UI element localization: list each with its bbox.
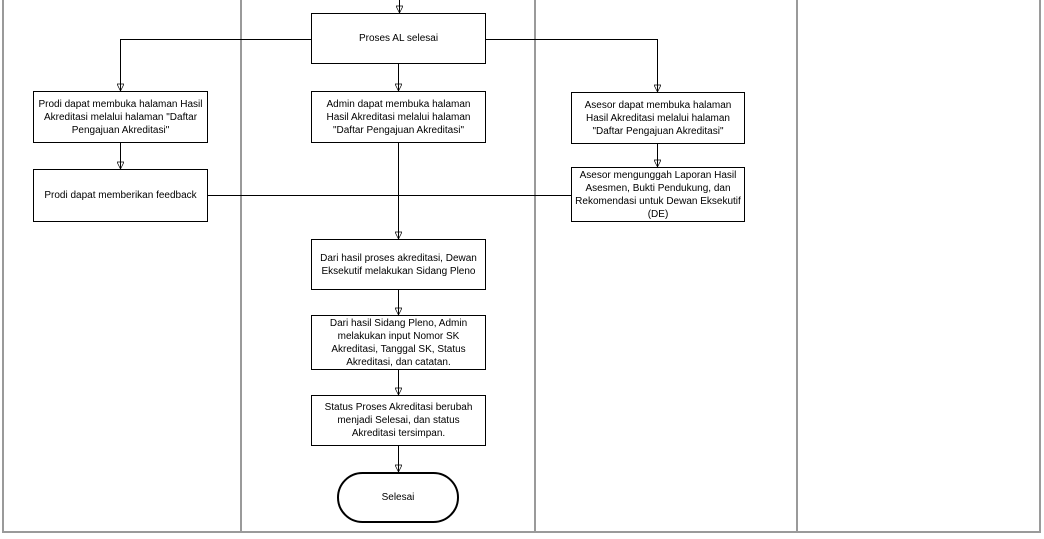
swimlane-right-border [1039,0,1041,533]
node-terminal-selesai: Selesai [337,472,459,523]
node-sidang-pleno: Dari hasil proses akreditasi, Dewan Ekse… [311,239,486,290]
node-status-berubah: Status Proses Akreditasi berubah menjadi… [311,395,486,446]
swimlane-left-border [2,0,4,533]
node-asesor-membuka-halaman: Asesor dapat membuka halaman Hasil Akred… [571,92,745,144]
node-asesor-mengunggah: Asesor mengunggah Laporan Hasil Asesmen,… [571,167,745,222]
swimlane-bottom-border [2,531,1041,533]
node-prodi-membuka-halaman: Prodi dapat membuka halaman Hasil Akredi… [33,91,208,143]
connector-proses-al-to-asesor [486,39,658,93]
swimlane-divider-1 [240,0,242,533]
connector-proses-al-to-prodi [121,39,311,92]
node-input-sk: Dari hasil Sidang Pleno, Admin melakukan… [311,315,486,370]
node-prodi-feedback: Prodi dapat memberikan feedback [33,169,208,222]
node-admin-membuka-halaman: Admin dapat membuka halaman Hasil Akredi… [311,91,486,143]
swimlane-divider-3 [796,0,798,533]
swimlane-divider-2 [534,0,536,533]
node-proses-al-selesai: Proses AL selesai [311,13,486,64]
